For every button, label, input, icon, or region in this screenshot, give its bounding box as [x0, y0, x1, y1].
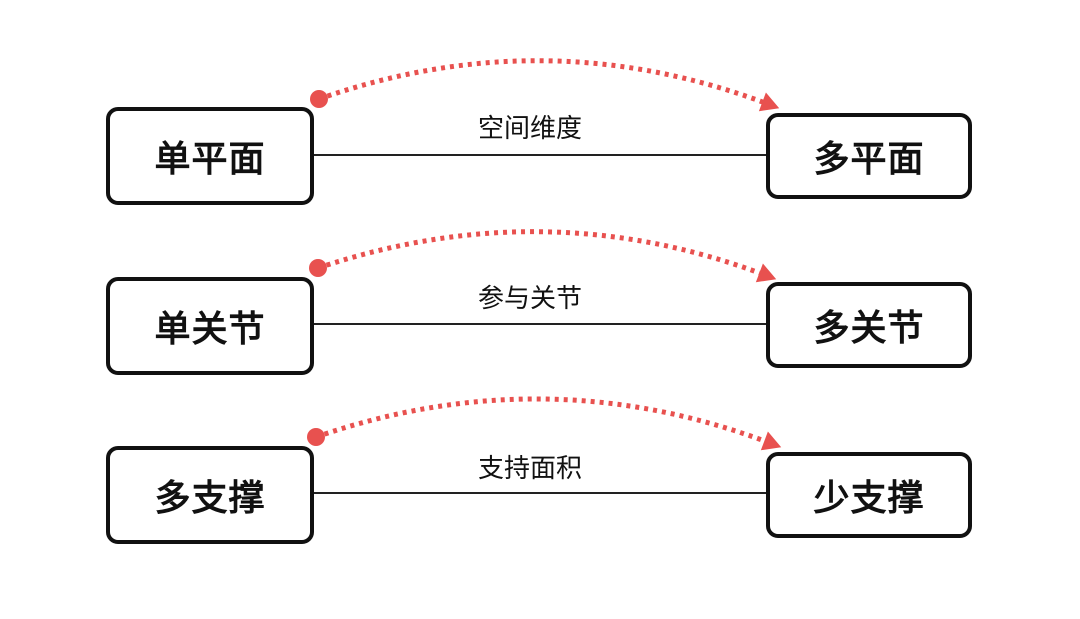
right-box-2: 多关节 — [766, 282, 972, 368]
progression-arrow-3 — [315, 396, 771, 446]
arrowhead-1 — [758, 92, 780, 112]
connector-line-2 — [312, 323, 768, 325]
arrow-start-dot-2 — [309, 259, 327, 277]
arrowhead-3 — [760, 431, 782, 451]
dimension-label-2: 参与关节 — [477, 284, 582, 314]
progression-arrow-2 — [317, 229, 766, 278]
dimension-label-1: 空间维度 — [477, 114, 582, 144]
left-box-2: 单关节 — [106, 277, 314, 375]
arrowhead-2 — [755, 263, 777, 283]
dimension-label-3: 支持面积 — [477, 454, 582, 484]
progression-arrow-1 — [318, 58, 769, 107]
arrow-start-dot-3 — [307, 428, 325, 446]
arrow-start-dot-1 — [310, 90, 328, 108]
connector-line-1 — [312, 154, 768, 156]
right-box-3: 少支撑 — [766, 452, 972, 538]
right-box-1: 多平面 — [766, 113, 972, 199]
left-box-3: 多支撑 — [106, 446, 314, 544]
left-box-1: 单平面 — [106, 107, 314, 205]
connector-line-3 — [312, 492, 768, 494]
